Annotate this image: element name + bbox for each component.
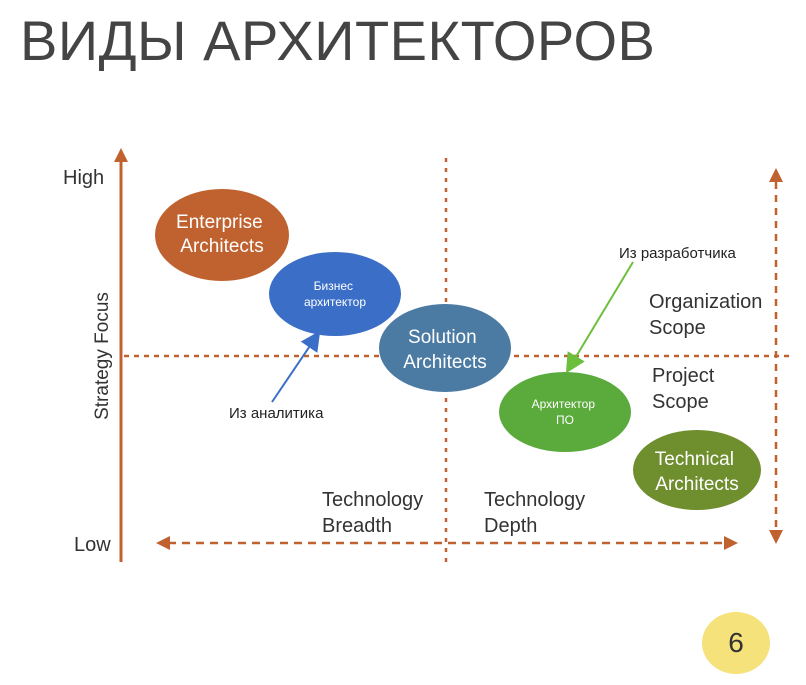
- technical-architects-node: Technical Architects: [633, 430, 761, 510]
- y-axis-title: Strategy Focus: [92, 292, 113, 420]
- technology-range-arrow-left-head: [156, 536, 170, 550]
- page-number-badge: 6: [702, 612, 770, 674]
- business-architect-label: Бизнес архитектор: [304, 279, 366, 309]
- software-architect-label: Архитектор ПО: [532, 397, 599, 427]
- scope-range-arrow-top-head: [769, 168, 783, 182]
- software-architect-ellipse: [499, 372, 631, 452]
- business-architect-node: Бизнес архитектор: [269, 252, 401, 336]
- enterprise-architects-node: Enterprise Architects: [155, 189, 289, 281]
- technology-breadth-label: Technology Breadth: [322, 489, 429, 537]
- technical-architects-ellipse: [633, 430, 761, 510]
- solution-architects-label: Solution Architects: [403, 327, 486, 373]
- y-axis-low-label: Low: [74, 534, 111, 556]
- technology-depth-label: Technology Depth: [484, 489, 591, 537]
- from-developer-arrow: [565, 261, 634, 374]
- from-analyst-label: Из аналитика: [229, 405, 324, 422]
- software-architect-node: Архитектор ПО: [499, 372, 631, 452]
- from-developer-label: Из разработчика: [619, 245, 736, 262]
- project-scope-label: Project Scope: [652, 365, 720, 413]
- strategy-focus-axis-arrowhead: [114, 148, 128, 162]
- solution-architects-node: Solution Architects: [379, 304, 511, 392]
- from-analyst-arrow: [271, 330, 321, 403]
- slide-title: ВИДЫ АРХИТЕКТОРОВ: [20, 9, 656, 72]
- organization-scope-label: Organization Scope: [649, 291, 768, 339]
- technology-range-arrow-right-head: [724, 536, 738, 550]
- business-architect-ellipse: [269, 252, 401, 336]
- enterprise-architects-ellipse: [155, 189, 289, 281]
- enterprise-architects-label: Enterprise Architects: [176, 212, 268, 257]
- y-axis-high-label: High: [63, 167, 104, 189]
- solution-architects-ellipse: [379, 304, 511, 392]
- technical-architects-label: Technical Architects: [655, 449, 740, 495]
- scope-range-arrow-bottom-head: [769, 530, 783, 544]
